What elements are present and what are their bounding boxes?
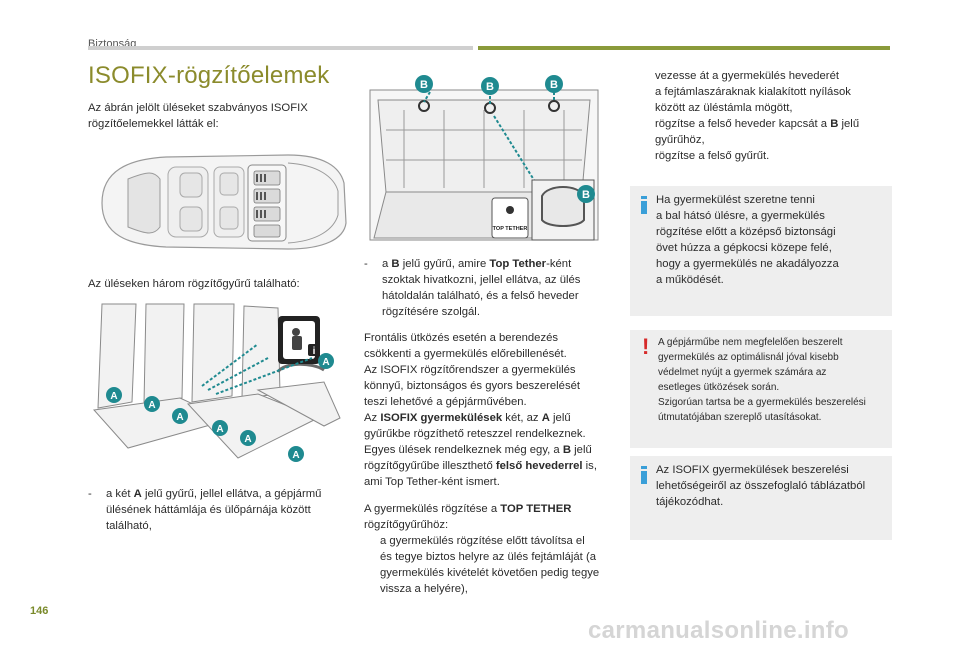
page-title: ISOFIX-rögzítőelemek	[88, 62, 330, 89]
bullet-dash: -	[88, 488, 92, 500]
warning-box: ! A gépjárműbe nem megfelelően beszerelt…	[630, 330, 892, 448]
info-line: lehetőségeiről az összefoglaló táblázatb…	[656, 480, 866, 492]
warning-icon: !	[642, 334, 650, 359]
step-text: a gyermekülés rögzítése előtt távolítsa …	[380, 535, 585, 547]
bullet-text: -ként	[546, 258, 572, 270]
info-icon	[641, 196, 647, 214]
warning-line: útmutatójában szereplő utasításokat.	[658, 412, 822, 423]
intro-text: Az ábrán jelölt üléseket szabványos ISOF…	[88, 100, 348, 132]
ring-label-b: B	[582, 189, 590, 201]
bullet-text: található,	[106, 520, 152, 532]
bold-term: Top Tether	[489, 258, 547, 270]
warning-line: Szigorúan tartsa be a gyermekülés beszer…	[658, 397, 866, 408]
page-number: 146	[30, 605, 49, 617]
bullet-text: jelű gyűrű, amire	[399, 258, 490, 270]
ring-label-a: A	[244, 434, 251, 445]
bullet-text: rögzítésére szolgál.	[382, 306, 480, 318]
header-rule-green	[478, 46, 890, 50]
ring-label-a: A	[322, 357, 329, 368]
ring-label-a: A	[176, 412, 183, 423]
ring-label-a: A	[110, 391, 117, 402]
paragraph-line: Egyes ülések rendelkeznek még egy, a B j…	[364, 444, 592, 456]
info-box: Ha gyermekülést szeretne tenni a bal hát…	[630, 186, 892, 316]
info-icon	[641, 466, 647, 484]
bullet-b: - a B jelű gyűrű, amire Top Tether-ként …	[364, 256, 610, 320]
step-text: vissza a helyére),	[380, 583, 468, 595]
car-top-view-illustration	[88, 143, 352, 261]
watermark: carmanualsonline.info	[588, 617, 850, 644]
info-line: Az ISOFIX gyermekülések beszerelési	[656, 464, 849, 476]
bullet-text: jelű gyűrű, jellel ellátva, a gépjármű	[141, 488, 322, 500]
bullet-text: ülésének háttámlája és ülőpárnája között	[106, 504, 311, 516]
paragraph-line: rögzítőgyűrűhöz:	[364, 519, 449, 531]
warning-line: gyermekülés az optimálisnál jóval kisebb	[658, 352, 839, 363]
ring-label-b: B	[486, 81, 494, 93]
step-marker-icon	[364, 533, 380, 549]
bullet-a: - a két A jelű gyűrű, jellel ellátva, a …	[88, 486, 350, 534]
info-line: rögzítése előtt a középső biztonsági	[656, 226, 836, 238]
paragraph-line: gyűrűkbe rögzíthető reteszzel rendelkezn…	[364, 428, 586, 440]
paragraph-line: könnyű, biztonságos és gyors beszerelésé…	[364, 380, 581, 392]
bullet-dash: -	[364, 258, 368, 270]
step-text: rögzítse a felső heveder kapcsát a B jel…	[655, 118, 860, 130]
info-line: övet húzza a gépkocsi közepe felé,	[656, 242, 832, 254]
steps-list: vezesse át a gyermekülés hevederét a fej…	[639, 68, 889, 164]
paragraph-line: csökkenti a gyermekülés előrebillenését.	[364, 348, 567, 360]
rings-intro: Az üléseken három rögzítőgyűrű található…	[88, 278, 300, 290]
ring-letter: A	[133, 488, 142, 500]
top-tether-illustration: B B B B TOP TETHER	[364, 70, 604, 246]
info-line: Ha gyermekülést szeretne tenni	[656, 194, 815, 206]
step-text: gyűrűhöz,	[655, 134, 705, 146]
intro-line: Az ábrán jelölt üléseket szabványos ISOF…	[88, 102, 308, 114]
bullet-text: hátoldalán található, és a felső heveder	[382, 290, 579, 302]
svg-text:i: i	[313, 346, 316, 357]
step-text: gyermekülés kivételét követően pedig teg…	[380, 567, 600, 579]
paragraph-line: ami Top Tether-ként ismert.	[364, 476, 500, 488]
isofix-seat-illustration: i A A A A A A A	[88, 298, 344, 464]
info-line: a bal hátsó ülésre, a gyermekülés	[656, 210, 825, 222]
ring-label-b: B	[550, 79, 558, 91]
step-marker-icon	[639, 68, 655, 84]
bullet-text: szoktak hivatkozni, jellel ellátva, az ü…	[382, 274, 581, 286]
info-line: hogy a gyermekülés ne akadályozza	[656, 258, 839, 270]
step-text: a fejtámlaszáraknak kialakított nyílások	[655, 86, 851, 98]
info-line: a működését.	[656, 274, 724, 286]
bullet-text: a két	[106, 488, 134, 500]
isofix-paragraph: Frontális ütközés esetén a berendezés cs…	[364, 330, 614, 490]
paragraph-line: rögzítőgyűrűbe illeszthető felső heveder…	[364, 460, 597, 472]
top-tether-tag: TOP TETHER	[493, 226, 528, 232]
paragraph-line: teszi lehetővé a gépjárművében.	[364, 396, 527, 408]
warning-line: A gépjárműbe nem megfelelően beszerelt	[658, 337, 843, 348]
intro-line: rögzítőelemekkel látták el:	[88, 118, 219, 130]
step-text: között az üléstámla mögött,	[655, 102, 793, 114]
warning-line: esetleges ütközések során.	[658, 382, 780, 393]
info-box: Az ISOFIX gyermekülések beszerelési lehe…	[630, 456, 892, 540]
info-line: tájékozódhat.	[656, 496, 724, 508]
paragraph-line: Az ISOFIX gyermekülések két, az A jelű	[364, 412, 571, 424]
paragraph-line: A gyermekülés rögzítése a TOP TETHER	[364, 503, 572, 515]
ring-label-a: A	[216, 424, 223, 435]
warning-line: védelmet nyújt a gyermek számára az	[658, 367, 827, 378]
step-marker-icon	[639, 116, 655, 132]
ring-letter: B	[391, 258, 400, 270]
ring-label-b: B	[420, 79, 428, 91]
paragraph-line: Frontális ütközés esetén a berendezés	[364, 332, 559, 344]
step-text: és tegye biztos helyre az ülés fejtámláj…	[380, 551, 597, 563]
top-tether-instructions: A gyermekülés rögzítése a TOP TETHER rög…	[364, 501, 614, 597]
step-marker-icon	[639, 148, 655, 164]
step-text: rögzítse a felső gyűrűt.	[655, 150, 770, 162]
step-text: vezesse át a gyermekülés hevederét	[655, 70, 839, 82]
ring-label-a: A	[148, 400, 155, 411]
header-rule-grey	[88, 46, 473, 50]
bullet-text: a	[382, 258, 392, 270]
paragraph-line: Az ISOFIX rögzítőrendszer a gyermekülés	[364, 364, 576, 376]
ring-label-a: A	[292, 450, 299, 461]
